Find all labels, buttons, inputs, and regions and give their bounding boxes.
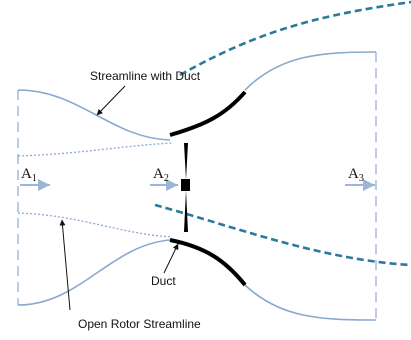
rotor-hub xyxy=(181,179,190,191)
rotor-lower-blade xyxy=(184,190,188,232)
upper-duct-streamline-outlet xyxy=(244,51,377,91)
rotor-upper-blade xyxy=(184,143,188,180)
duct-label: Duct xyxy=(151,274,176,288)
upper-duct-streamline-inlet xyxy=(17,89,171,141)
streamline-with-duct-leader xyxy=(96,85,126,116)
lower-duct-streamline-inlet xyxy=(17,239,171,306)
upper-dashed-streamline xyxy=(179,0,411,77)
station-a2-label: A2 xyxy=(153,166,169,184)
open-rotor-streamline-label: Open Rotor Streamline xyxy=(78,317,201,331)
open-rotor-streamline-leader xyxy=(59,219,71,311)
lower-open-rotor-streamline xyxy=(17,212,173,238)
lower-duct-wall xyxy=(169,238,247,287)
lower-dashed-streamline xyxy=(154,203,411,267)
streamline-with-duct-label: Streamline with Duct xyxy=(90,69,201,83)
station-a3-label: A3 xyxy=(348,166,364,184)
station-a1-label: A1 xyxy=(21,166,37,184)
duct-leader xyxy=(163,243,179,274)
upper-duct-wall xyxy=(169,90,247,137)
upper-open-rotor-streamline xyxy=(17,142,173,157)
lower-duct-streamline-outlet xyxy=(244,284,377,321)
